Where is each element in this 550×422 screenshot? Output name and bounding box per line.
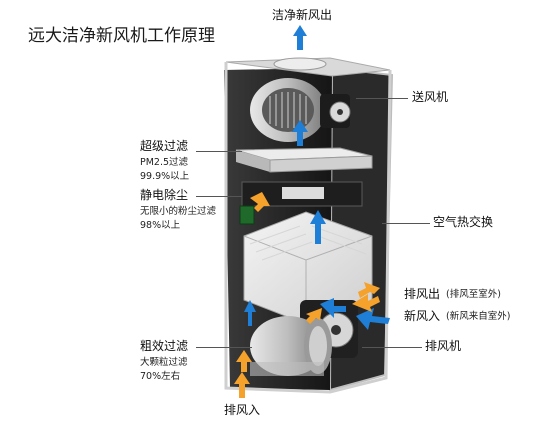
label-electrostatic: 静电除尘	[140, 188, 189, 202]
electrostatic-module	[239, 181, 363, 225]
arrow-filter-up	[310, 210, 326, 244]
label-coarse-filter-line2: 70%左右	[140, 371, 181, 382]
leader-coarse-filter	[196, 347, 252, 348]
leader-super-filter	[196, 151, 242, 152]
label-super-filter-line1: PM2.5过滤	[140, 157, 189, 168]
exhaust-air-arrows	[234, 192, 380, 398]
label-coarse-filter: 粗效过滤	[140, 339, 189, 353]
label-electrostatic-line1: 无限小的粉尘过滤	[140, 206, 217, 217]
top-outlet	[273, 57, 327, 71]
arrow-to-fan	[306, 308, 322, 324]
label-clean-air-out: 洁净新风出	[272, 8, 333, 22]
arrow-exhaust-out-1	[352, 294, 380, 312]
arrow-exhaust-in	[234, 372, 250, 398]
heat-exchanger	[243, 211, 373, 325]
fresh-air-arrows	[244, 25, 390, 330]
label-fresh-in-note: (新风来自室外)	[446, 311, 511, 322]
label-supply-fan: 送风机	[412, 90, 449, 104]
leader-electrostatic	[196, 196, 242, 197]
cabinet-outline	[224, 62, 392, 394]
label-super-filter: 超级过滤	[140, 139, 189, 153]
label-exhaust-out: 排风出	[404, 287, 441, 301]
arrow-clean-air-out	[293, 25, 307, 50]
label-fresh-in: 新风入	[404, 309, 441, 323]
super-filter	[235, 147, 373, 173]
leader-exhaust-fan	[362, 347, 422, 348]
leader-supply-fan	[356, 98, 408, 99]
label-exhaust-in: 排风入	[224, 403, 261, 417]
arrow-to-exchanger	[320, 298, 346, 318]
arrow-electro	[250, 192, 270, 212]
arrow-fresh-in	[356, 308, 390, 330]
label-electrostatic-line2: 98%以上	[140, 220, 181, 231]
label-exhaust-fan: 排风机	[425, 339, 462, 353]
page-title: 远大洁净新风机工作原理	[28, 26, 215, 46]
arrow-exhaust-out-2	[358, 282, 380, 298]
label-coarse-filter-line1: 大颗粒过滤	[140, 357, 188, 368]
leader-heat-exchange	[382, 223, 430, 224]
arrow-fan-out	[292, 120, 308, 146]
coarse-filter-drum	[250, 316, 332, 376]
label-heat-exchange: 空气热交换	[433, 215, 494, 229]
supply-fan	[250, 78, 351, 142]
arrow-left-up	[244, 300, 256, 326]
arrow-drum-up	[236, 350, 252, 372]
label-super-filter-line2: 99.9%以上	[140, 171, 190, 182]
label-exhaust-out-note: (排风至室外)	[446, 289, 501, 300]
